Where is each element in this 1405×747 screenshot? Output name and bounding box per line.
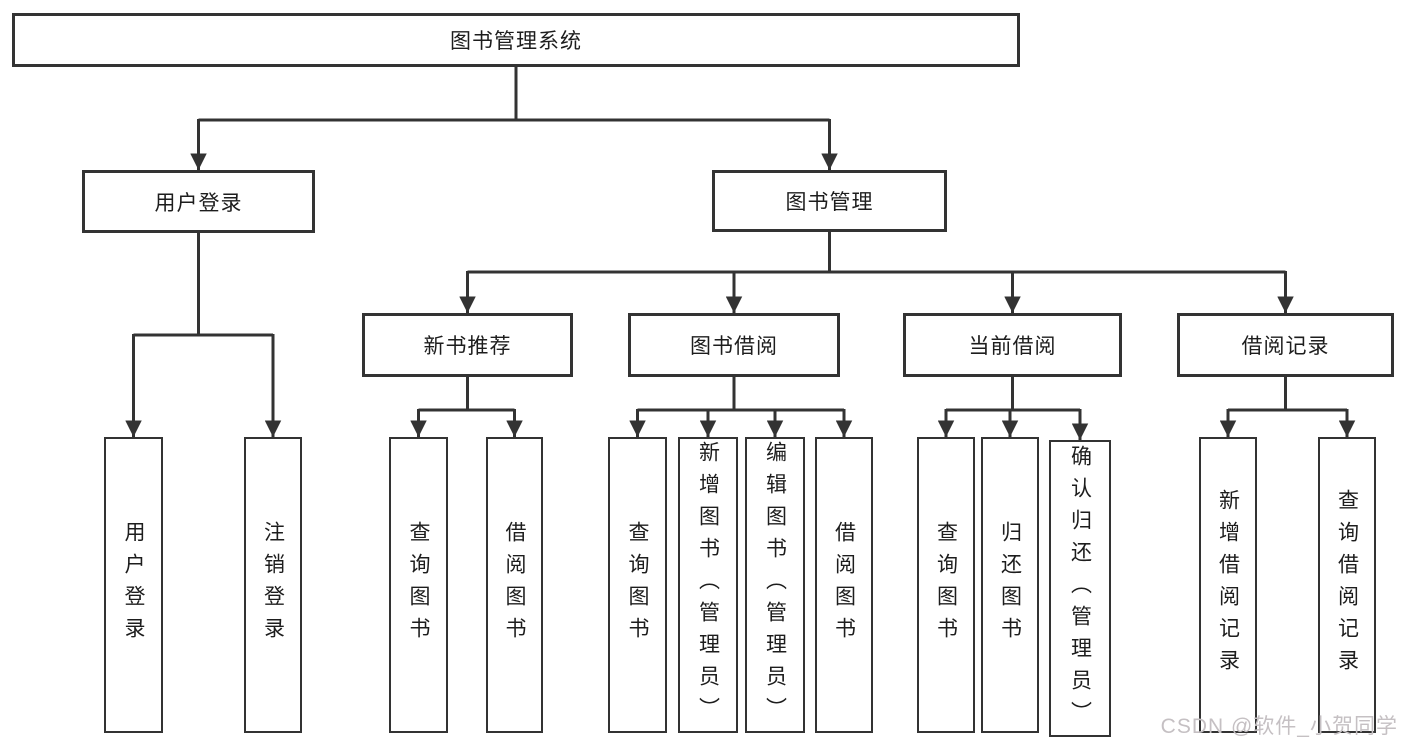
node-label: 图书管理 — [785, 191, 874, 214]
node-label: 归还图书 — [998, 521, 1022, 649]
node-book-borrowing: 图书借阅 — [628, 313, 840, 377]
leaf-borrow-book: 借阅图书 — [486, 437, 543, 733]
leaf-query-book: 查询图书 — [917, 437, 975, 733]
node-label: 借阅图书 — [832, 521, 856, 649]
node-label: 用户登录 — [122, 521, 145, 649]
node-label: 新书推荐 — [423, 335, 512, 358]
node-label: 新增图书（管理员） — [696, 441, 720, 729]
node-new-book-recommend: 新书推荐 — [362, 313, 573, 377]
node-root-system: 图书管理系统 — [12, 13, 1020, 67]
node-label: 当前借阅 — [968, 335, 1057, 358]
node-label: 图书借阅 — [690, 335, 778, 358]
node-current-borrowing: 当前借阅 — [903, 313, 1122, 377]
node-label: 查询图书 — [407, 521, 430, 649]
node-label: 查询借阅记录 — [1335, 489, 1359, 681]
leaf-user-login: 用户登录 — [104, 437, 163, 733]
node-label: 用户登录 — [154, 191, 243, 215]
leaf-add-book-admin: 新增图书（管理员） — [678, 437, 738, 733]
node-user-login: 用户登录 — [82, 170, 315, 233]
node-label: 编辑图书（管理员） — [763, 441, 787, 729]
leaf-confirm-return-admin: 确认归还（管理员） — [1049, 440, 1111, 737]
leaf-borrow-book: 借阅图书 — [815, 437, 873, 733]
node-label: 新增借阅记录 — [1216, 489, 1240, 681]
leaf-add-borrow-record: 新增借阅记录 — [1199, 437, 1257, 733]
leaf-query-book: 查询图书 — [608, 437, 667, 733]
csdn-watermark: CSDN @软件_小贺同学 — [1160, 715, 1398, 738]
leaf-edit-book-admin: 编辑图书（管理员） — [745, 437, 805, 733]
node-label: 借阅图书 — [503, 521, 526, 649]
node-label: 确认归还（管理员） — [1068, 444, 1092, 733]
node-borrowing-records: 借阅记录 — [1177, 313, 1394, 377]
node-label: 注销登录 — [261, 521, 285, 649]
leaf-query-book: 查询图书 — [389, 437, 448, 733]
node-label: 借阅记录 — [1241, 335, 1330, 358]
leaf-query-borrow-record: 查询借阅记录 — [1318, 437, 1376, 733]
leaf-return-book: 归还图书 — [981, 437, 1039, 733]
node-label: 查询图书 — [934, 521, 958, 649]
node-label: 查询图书 — [626, 521, 649, 649]
node-label: 图书管理系统 — [450, 30, 582, 53]
leaf-logout: 注销登录 — [244, 437, 302, 733]
node-book-management: 图书管理 — [712, 170, 947, 232]
